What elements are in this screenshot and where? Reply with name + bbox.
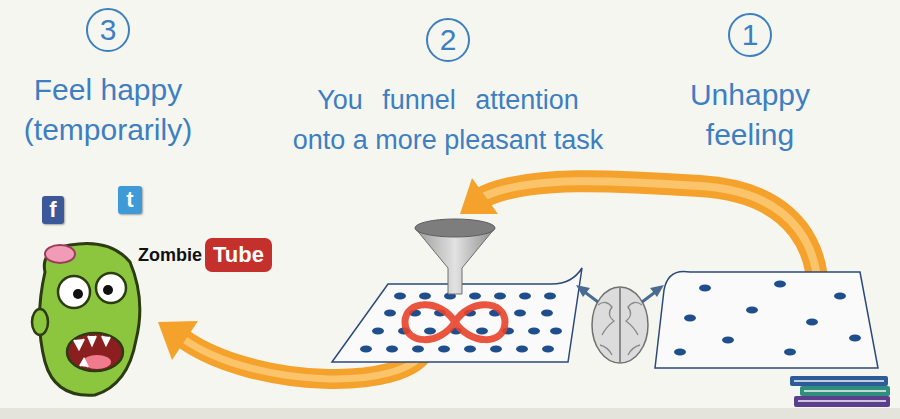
dot [746, 307, 758, 314]
zombie-pupil [73, 289, 83, 299]
brain-midline [619, 288, 621, 362]
dot [464, 346, 476, 353]
callout-number: 1 [742, 20, 759, 50]
dot [494, 293, 506, 300]
callout-number: 2 [440, 25, 457, 55]
focus-loop [405, 305, 505, 340]
dot [674, 349, 686, 356]
dot [360, 346, 372, 353]
dot [412, 346, 424, 353]
arrow-head [460, 178, 498, 214]
zombie-brain [45, 245, 75, 263]
dot [469, 293, 481, 300]
icon-letter: t [126, 189, 133, 211]
logo-label: Zombie [138, 245, 202, 267]
step-heading: Unhappy feeling [667, 75, 833, 155]
dot [542, 346, 554, 353]
dot [849, 335, 861, 342]
dot [394, 293, 406, 300]
callout-number: 3 [100, 15, 117, 45]
arrow-head [158, 321, 198, 360]
callout-circle: 2 [426, 18, 470, 62]
neuron-dots [674, 281, 861, 356]
dot [699, 285, 711, 292]
dot [372, 328, 384, 335]
callout-circle: 3 [86, 8, 130, 52]
arrow-head [576, 285, 590, 297]
dot [438, 346, 450, 353]
dot [476, 328, 488, 335]
funnel-rim [415, 219, 495, 237]
zombie-mouth [67, 333, 123, 371]
dot [490, 346, 502, 353]
dot [684, 315, 696, 322]
zombie-ear [32, 309, 48, 335]
brain [592, 287, 648, 363]
zombie-eye [96, 273, 126, 303]
dot [419, 293, 431, 300]
dot [386, 346, 398, 353]
brain-folds [598, 302, 642, 355]
step-node: 2You funnel attention onto a more pleasa… [283, 18, 613, 160]
logo-badge: Tube [205, 238, 272, 272]
dot [550, 328, 562, 335]
dot [834, 293, 846, 300]
unhappy-plane [655, 271, 878, 368]
dot [784, 349, 796, 356]
step-heading: You funnel attention onto a more pleasan… [289, 80, 607, 160]
dot [384, 310, 396, 317]
zombie-head [40, 243, 140, 395]
bottom-band [0, 408, 900, 419]
dot [722, 337, 734, 344]
zombie-pupil [103, 285, 113, 295]
social-icon: f [42, 196, 64, 224]
step-node: 3Feel happy (temporarily) [0, 8, 216, 150]
dot [424, 328, 436, 335]
zombie-eye [58, 276, 90, 308]
dot [774, 281, 786, 288]
logo-text: Tube [213, 243, 264, 267]
step-node: 1Unhappy feeling [665, 13, 835, 155]
step-heading: Feel happy (temporarily) [3, 70, 213, 150]
dot [514, 310, 526, 317]
dot [806, 319, 818, 326]
dot [516, 346, 528, 353]
funnel [415, 228, 495, 294]
book-pages [794, 381, 886, 401]
icon-letter: f [49, 199, 56, 221]
arrow-head [650, 285, 664, 297]
dot [528, 328, 540, 335]
dot [519, 293, 531, 300]
neuron-dots [360, 293, 562, 353]
dot [541, 310, 553, 317]
dot [544, 293, 556, 300]
zombie-teeth [74, 336, 110, 367]
callout-circle: 1 [728, 13, 772, 57]
social-icon: t [118, 186, 142, 214]
